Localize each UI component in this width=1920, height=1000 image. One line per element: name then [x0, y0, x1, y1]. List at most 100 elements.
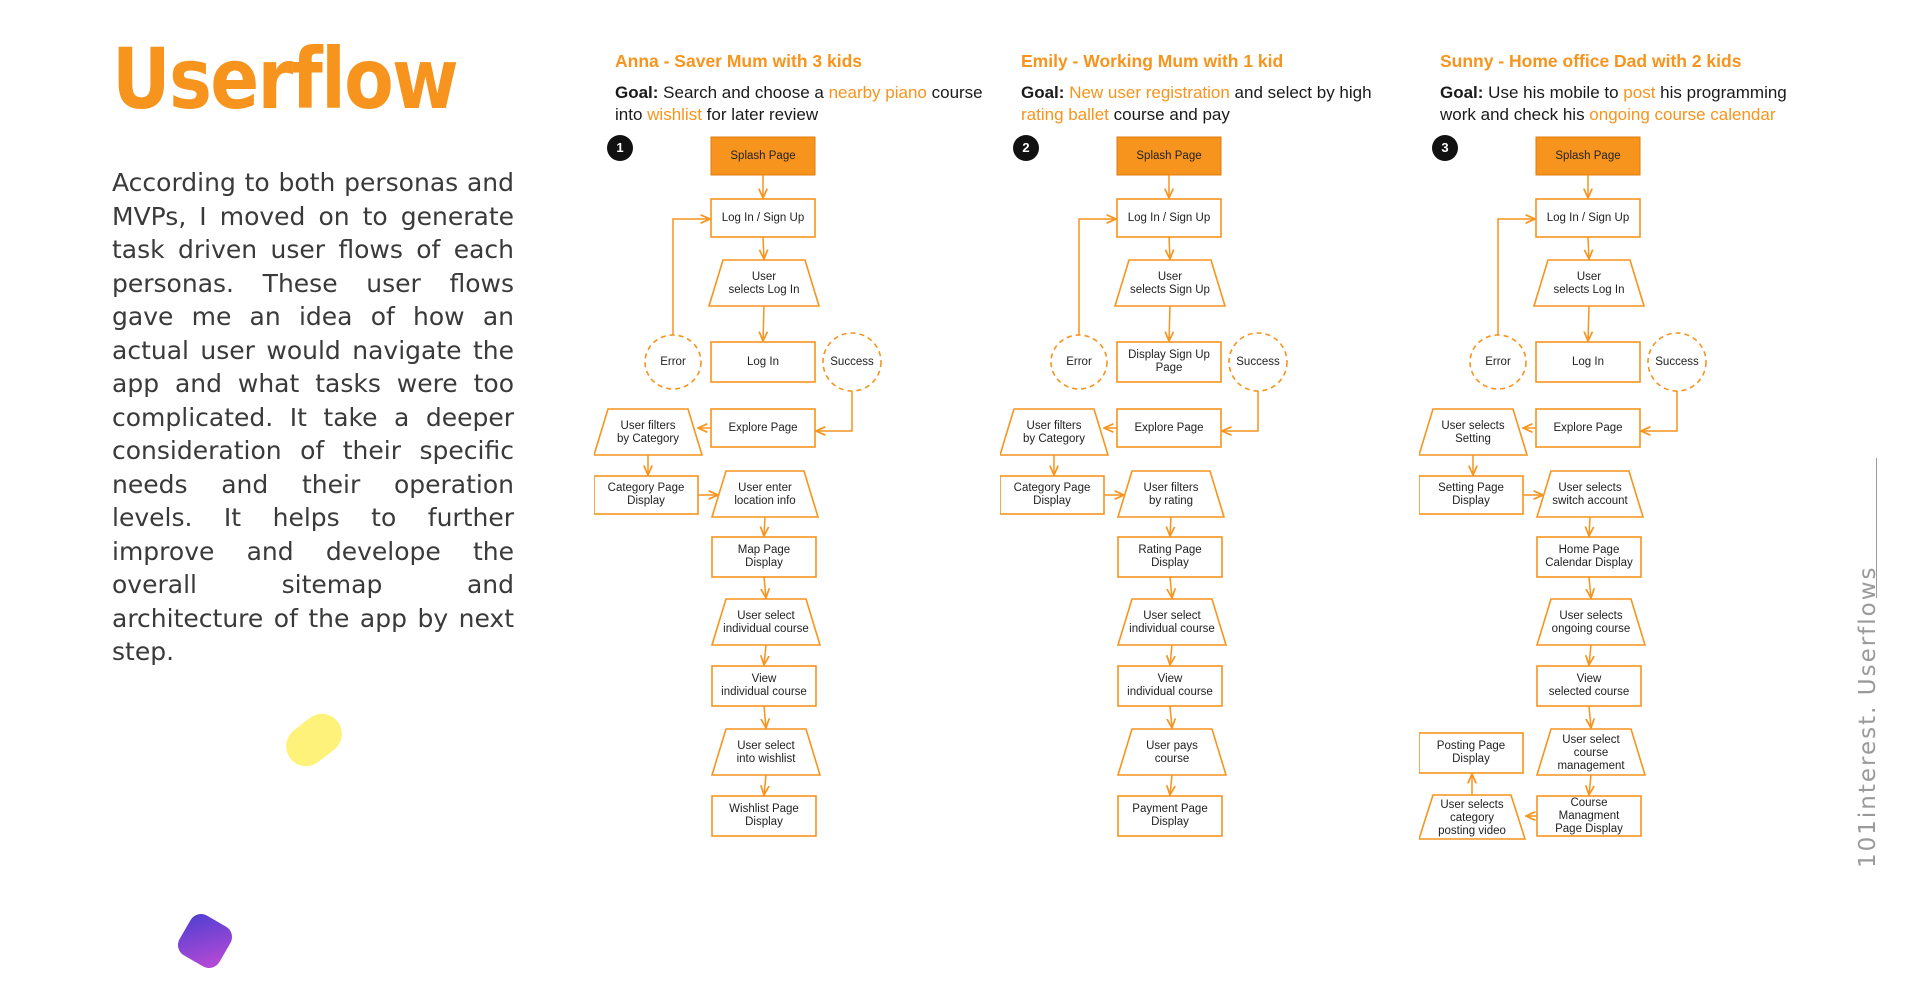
node-r3-shape [1116, 598, 1228, 646]
goal-text: for later review [701, 105, 819, 124]
node-filters-shape [1419, 408, 1529, 456]
connector-arrow [764, 774, 766, 795]
node-r3-label: User select individual course [723, 610, 809, 635]
side-divider-line [1876, 458, 1877, 598]
node-r4-label: View selected course [1548, 673, 1630, 698]
node-select-login-shape [1113, 259, 1227, 307]
node-r6-shape [1117, 795, 1223, 837]
node-explore-shape [1535, 408, 1641, 448]
connector-arrow [1589, 644, 1591, 665]
connector-arrow [763, 236, 764, 259]
node-select-login-shape [707, 259, 821, 307]
node-explore-label: Explore Page [728, 421, 798, 434]
node-splash-label: Splash Page [1555, 149, 1621, 162]
connector-arrow [1170, 774, 1172, 795]
persona-goal: Goal: New user registration and select b… [1021, 82, 1401, 126]
node-r4-label: View individual course [1127, 673, 1213, 698]
node-r2-shape [711, 536, 817, 578]
node-r2-label: Home Page Calendar Display [1545, 544, 1633, 569]
node-r6-shape [711, 795, 817, 837]
node-splash-label: Splash Page [1136, 149, 1202, 162]
decorative-purple-square [173, 909, 237, 973]
node-filters-label: User filters by Category [1022, 420, 1085, 445]
node-splash-shape [710, 136, 816, 176]
node-r5-label: User select course management [1557, 733, 1625, 772]
connector-arrow [1588, 305, 1589, 341]
node-splash-shape [1116, 136, 1222, 176]
node-error-label: Error [660, 355, 686, 368]
goal-label: Goal: [615, 83, 659, 102]
connector-arrow [1641, 391, 1678, 431]
node-login-page-shape [1535, 341, 1641, 383]
connector-arrow [764, 644, 766, 665]
node-r1-label: User selects switch account [1552, 482, 1628, 507]
intro-paragraph: According to both personas and MVPs, I m… [112, 168, 514, 666]
goal-highlight: New user registration [1069, 83, 1230, 102]
node-error-label: Error [1066, 355, 1092, 368]
node-r4-shape [1117, 665, 1223, 707]
persona-title: Emily - Working Mum with 1 kid [1021, 51, 1284, 71]
node-r1-label: User enter location info [734, 482, 796, 507]
decorative-yellow-pill [278, 705, 350, 775]
node-category-shape [594, 475, 699, 515]
node-extra-posting-label: Posting Page Display [1436, 740, 1506, 765]
connector-arrow [764, 516, 765, 536]
node-r1-label: User filters by rating [1143, 482, 1199, 507]
node-select-login-shape [1532, 259, 1646, 307]
connector-arrow [1589, 516, 1590, 536]
connector-arrow [1170, 516, 1171, 536]
goal-text: and select by high [1229, 83, 1372, 102]
node-r5-shape [1116, 728, 1228, 776]
goal-highlight: wishlist [647, 105, 702, 124]
page-title: Userflow [112, 30, 459, 128]
node-splash-label: Splash Page [730, 149, 796, 162]
node-r1-shape [1535, 470, 1645, 518]
node-select-login-label: User selects Log In [1553, 271, 1625, 296]
goal-highlight: post [1623, 83, 1656, 102]
connector-arrow [1170, 576, 1172, 598]
node-category-label: Category Page Display [1013, 482, 1091, 507]
node-r4-shape [711, 665, 817, 707]
node-category-label: Setting Page Display [1438, 482, 1504, 507]
connector-arrow [764, 705, 766, 728]
node-r5-shape [710, 728, 822, 776]
node-r1-shape [1116, 470, 1226, 518]
connector-arrow [764, 576, 766, 598]
persona-title: Sunny - Home office Dad with 2 kids [1440, 51, 1742, 71]
node-explore-label: Explore Page [1134, 421, 1204, 434]
node-success-label: Success [1236, 355, 1280, 368]
node-filters-shape [1000, 408, 1110, 456]
node-r4-label: View individual course [721, 673, 807, 698]
node-r2-label: Rating Page Display [1138, 544, 1202, 569]
node-error-label: Error [1485, 355, 1511, 368]
node-filters-label: User filters by Category [616, 420, 679, 445]
flow-number-badge: 1 [607, 135, 633, 161]
goal-text: course into [615, 83, 983, 124]
node-select-login-label: User selects Log In [728, 271, 800, 296]
side-section-label: 101interest. Userflows [1855, 565, 1881, 868]
goal-text: his programming work and check his [1440, 83, 1787, 124]
node-r6-label: Payment Page Display [1132, 803, 1208, 828]
flow-number-badge: 2 [1013, 135, 1039, 161]
connector-arrow [1169, 305, 1170, 341]
connector-arrow [672, 219, 710, 335]
goal-label: Goal: [1440, 83, 1484, 102]
goal-highlight: rating ballet [1021, 105, 1109, 124]
node-r5-label: User select into wishlist [736, 740, 796, 765]
node-login-label: Log In / Sign Up [721, 211, 805, 224]
node-login-page-label: Log In [1572, 355, 1604, 368]
connector-arrow [1497, 219, 1535, 335]
node-r2-shape [1536, 536, 1642, 578]
node-r3-label: User selects ongoing course [1551, 610, 1631, 635]
goal-text: Use his mobile to [1483, 83, 1624, 102]
node-select-login-label: User selects Sign Up [1130, 271, 1210, 296]
node-r2-label: Map Page Display [737, 544, 791, 569]
node-success-label: Success [830, 355, 874, 368]
persona-title: Anna - Saver Mum with 3 kids [615, 51, 862, 71]
node-r3-shape [710, 598, 822, 646]
node-r1-shape [710, 470, 820, 518]
node-filters-shape [594, 408, 704, 456]
persona-goal: Goal: Search and choose a nearby piano c… [615, 82, 995, 126]
connector-arrow [816, 391, 853, 431]
